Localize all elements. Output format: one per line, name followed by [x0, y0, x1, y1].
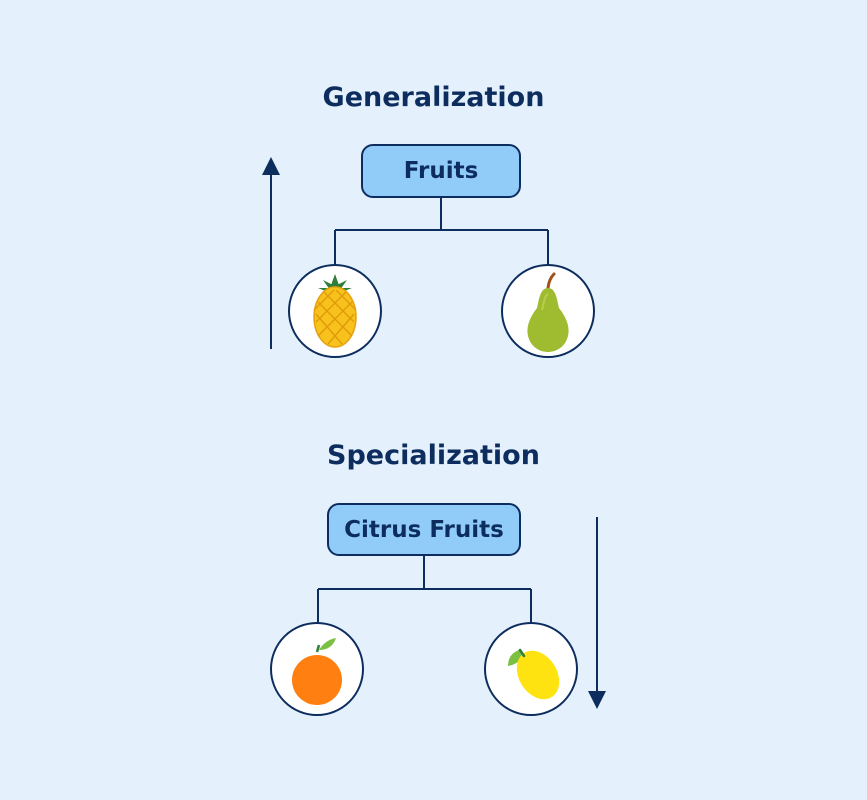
pear-circle [501, 264, 595, 358]
pineapple-icon [313, 274, 357, 348]
down-arrow-icon [588, 517, 606, 709]
generalization-title: Generalization [322, 82, 545, 113]
orange-circle [270, 622, 364, 716]
specialization-connector [317, 556, 532, 624]
pear-icon [527, 272, 569, 352]
generalization-connector [334, 198, 549, 266]
citrus-fruits-node: Citrus Fruits [327, 503, 521, 556]
specialization-title: Specialization [327, 440, 540, 471]
lemon-icon [508, 648, 560, 700]
fruits-node: Fruits [361, 144, 521, 198]
up-arrow-icon [262, 157, 280, 349]
pineapple-circle [288, 264, 382, 358]
orange-icon [292, 638, 342, 705]
lemon-circle [484, 622, 578, 716]
